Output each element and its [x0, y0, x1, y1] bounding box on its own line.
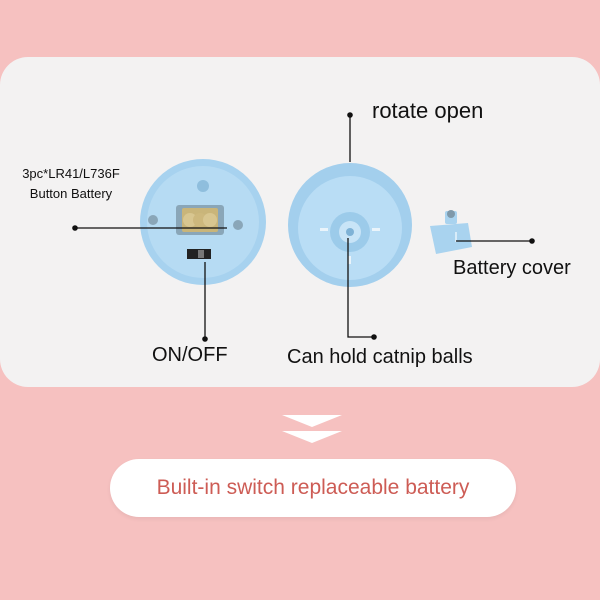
catnip-label: Can hold catnip balls: [287, 346, 473, 368]
device-shell: [288, 163, 412, 287]
down-chevrons-icon: [282, 415, 342, 443]
device-base-with-battery: [140, 159, 266, 285]
battery-cover-piece: [430, 210, 472, 254]
on-off-label: ON/OFF: [152, 344, 228, 366]
battery-type-label: 3pc*LR41/L736F Button Battery: [22, 166, 120, 201]
battery-cover-label: Battery cover: [453, 257, 571, 279]
banner-text: Built-in switch replaceable battery: [156, 476, 470, 499]
feature-banner: Built-in switch replaceable battery: [110, 459, 516, 517]
rotate-open-label: rotate open: [372, 98, 484, 123]
leader-dots: [72, 112, 535, 342]
leader-lines: [75, 115, 532, 339]
